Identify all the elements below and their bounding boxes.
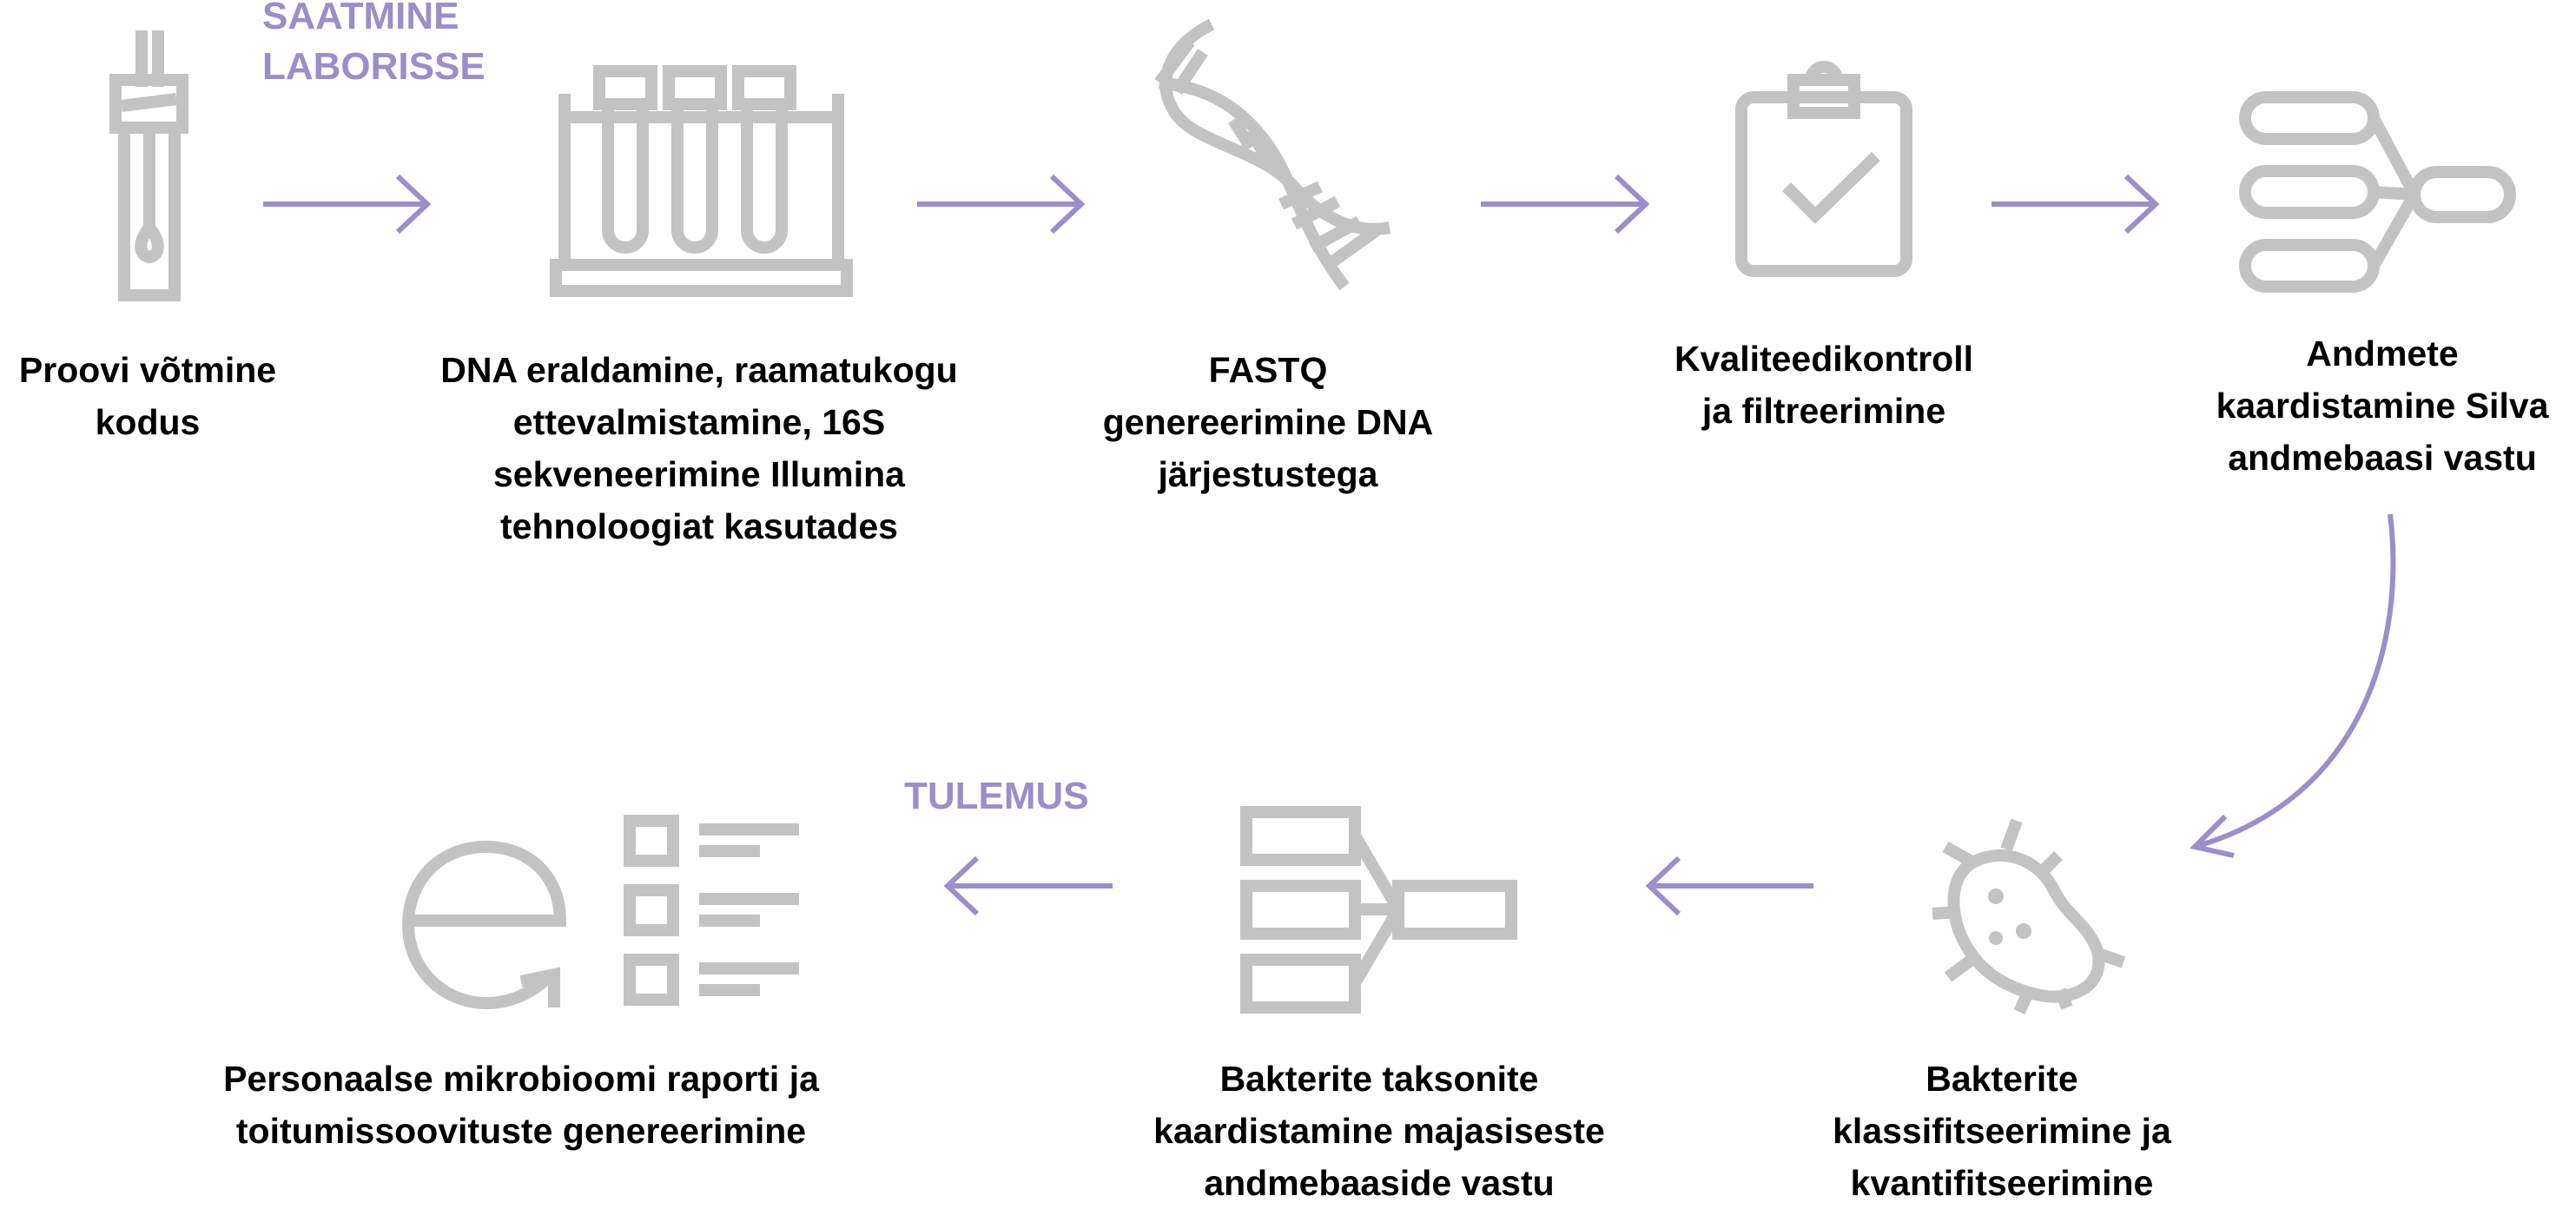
arrow-step1-to-step2 xyxy=(263,174,432,235)
step-label-bacteria-classification: Bakterite klassifitseerimine ja kvantifi… xyxy=(1833,1059,2171,1203)
step-label-silva-mapping: Andmete kaardistamine Silva andmebaasi v… xyxy=(2216,334,2549,478)
arrow-step6-to-step7 xyxy=(1645,856,1813,916)
arrow-step5-to-step6-curved xyxy=(2190,513,2396,858)
sample-tube-icon xyxy=(109,30,188,301)
step-label-quality-control: Kvaliteedikontroll ja filtreerimine xyxy=(1674,339,1973,431)
step-label-fastq-generation: FASTQ genereerimine DNA järjestustega xyxy=(1102,350,1434,494)
step-label-sample-collection: Proovi võtmine kodus xyxy=(18,350,277,442)
step-label-dna-extraction: DNA eraldamine, raamatukogu ettevalmista… xyxy=(440,350,958,546)
arrow-step2-to-step3 xyxy=(917,174,1086,235)
clipboard-check-icon xyxy=(1735,61,1912,277)
shipping-to-lab-label: SAATMINE LABORISSE xyxy=(262,0,485,88)
result-label: TULEMUS xyxy=(904,775,1089,817)
arrow-step3-to-step4 xyxy=(1481,174,1650,235)
taxonomy-mapping-icon xyxy=(1240,806,1517,1014)
report-logo-list-icon xyxy=(401,815,799,1010)
merge-mapping-icon xyxy=(2239,91,2516,293)
test-tubes-rack-icon xyxy=(550,65,853,297)
arrow-step7-to-step8 xyxy=(943,856,1113,916)
arrow-step4-to-step5 xyxy=(1991,174,2160,235)
step-label-report-generation: Personaalse mikrobioomi raporti ja toitu… xyxy=(223,1059,819,1151)
step-label-taxa-mapping: Bakterite taksonite kaardistamine majasi… xyxy=(1153,1059,1605,1203)
dna-helix-icon xyxy=(1154,18,1391,291)
bacterium-icon xyxy=(1932,818,2126,1014)
